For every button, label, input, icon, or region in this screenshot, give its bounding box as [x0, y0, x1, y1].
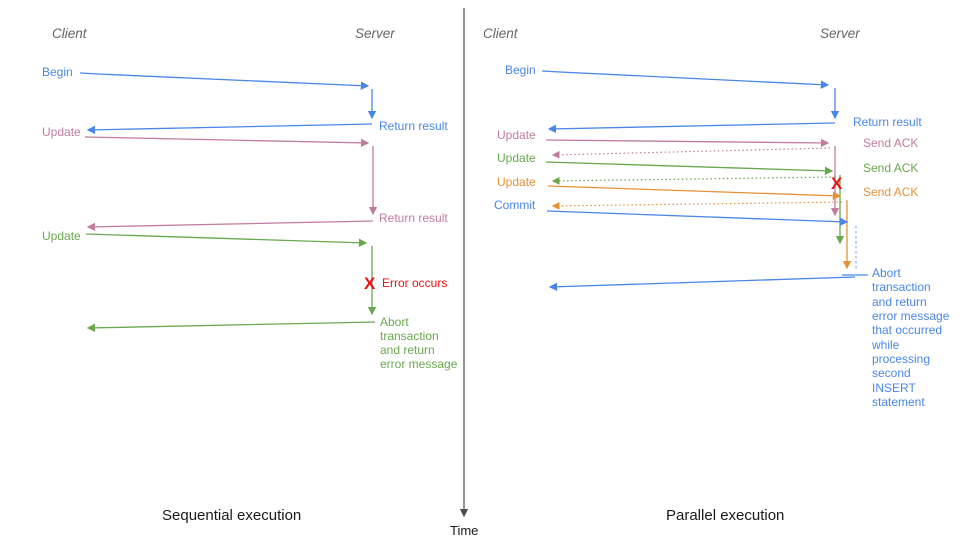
- right-abort-message: Abort transaction and return error messa…: [871, 266, 950, 409]
- right-return-result-arrow: [547, 122, 836, 134]
- right-abort-line: processing: [872, 352, 930, 366]
- right-update-1-label: Update: [497, 128, 536, 142]
- right-abort-line: error message: [872, 309, 950, 323]
- time-axis: Time: [450, 8, 478, 538]
- right-commit-label: Commit: [494, 198, 536, 212]
- left-client-header: Client: [52, 26, 88, 41]
- left-return-result-1-arrow: [86, 123, 373, 135]
- right-abort-response-arrow: [548, 276, 856, 291]
- left-update-2-label: Update: [42, 229, 81, 243]
- left-update-1-label: Update: [42, 125, 81, 139]
- left-begin-request-arrow: [79, 72, 370, 90]
- right-abort-line: and return: [872, 295, 927, 309]
- right-caption: Parallel execution: [666, 507, 784, 524]
- right-send-ack-2-label: Send ACK: [863, 161, 918, 175]
- right-begin-label: Begin: [505, 63, 536, 77]
- right-abort-line: transaction: [872, 280, 931, 294]
- left-server-header: Server: [355, 26, 395, 41]
- right-abort-line: second: [872, 366, 911, 380]
- right-abort-line: while: [871, 338, 900, 352]
- right-abort-line: Abort: [872, 266, 901, 280]
- right-abort-line: that occurred: [872, 323, 942, 337]
- right-return-result-label: Return result: [853, 115, 922, 129]
- right-send-ack-3-label: Send ACK: [863, 185, 918, 199]
- right-update-3-label: Update: [497, 175, 536, 189]
- left-abort-line: and return: [380, 343, 435, 357]
- right-commit-request-arrow: [546, 210, 849, 226]
- right-abort-line: statement: [872, 395, 925, 409]
- right-send-ack-2-arrow: [551, 176, 836, 185]
- right-client-header: Client: [483, 26, 519, 41]
- left-abort-line: error message: [380, 357, 458, 371]
- left-sequential-diagram: Client Server Begin Return result Update…: [42, 26, 458, 524]
- right-abort-line: INSERT: [872, 381, 916, 395]
- left-error-x-icon: X: [364, 274, 376, 293]
- right-server-header: Server: [820, 26, 860, 41]
- left-error-label: Error occurs: [382, 276, 447, 290]
- right-send-ack-1-arrow: [551, 147, 831, 159]
- left-update-1-request-arrow: [84, 136, 370, 148]
- left-update-2-request-arrow: [85, 233, 368, 247]
- left-abort-response-arrow: [86, 321, 376, 333]
- left-abort-line: Abort: [380, 315, 409, 329]
- left-return-result-2-label: Return result: [379, 211, 448, 225]
- right-update-3-request-arrow: [547, 185, 842, 200]
- left-return-result-1-label: Return result: [379, 119, 448, 133]
- time-axis-label: Time: [450, 523, 478, 538]
- right-send-ack-1-label: Send ACK: [863, 136, 918, 150]
- right-update-1-request-arrow: [545, 138, 830, 148]
- left-return-result-2-arrow: [86, 220, 374, 232]
- left-abort-message: Abort transaction and return error messa…: [380, 315, 458, 371]
- right-begin-request-arrow: [541, 70, 830, 89]
- right-error-x-icon: X: [831, 174, 843, 193]
- right-send-ack-3-arrow: [551, 201, 843, 210]
- left-begin-label: Begin: [42, 65, 73, 79]
- right-update-2-label: Update: [497, 151, 536, 165]
- left-abort-line: transaction: [380, 329, 439, 343]
- left-caption: Sequential execution: [162, 507, 301, 524]
- right-update-2-request-arrow: [545, 161, 834, 175]
- right-parallel-diagram: Client Server Begin Return result Update…: [483, 26, 950, 524]
